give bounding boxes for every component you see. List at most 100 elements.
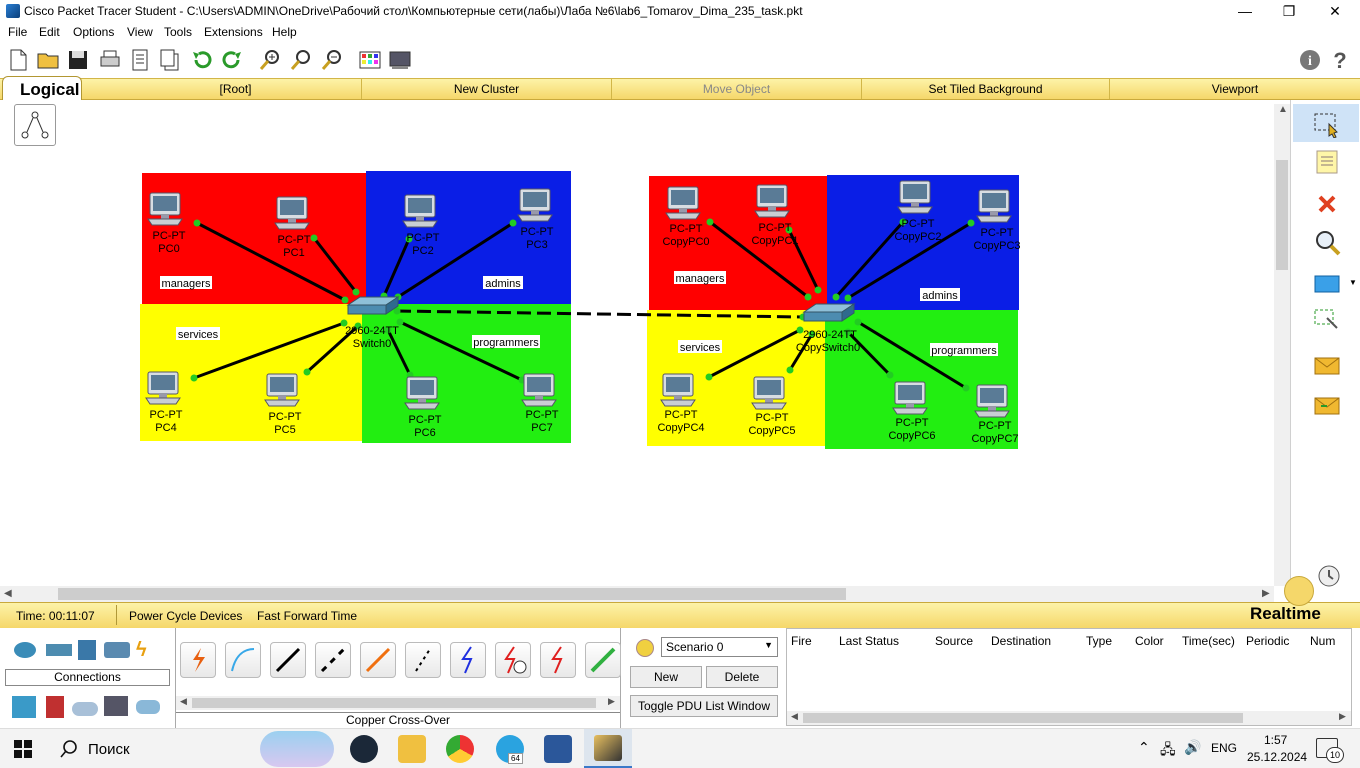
octal-cable-icon[interactable] — [585, 642, 621, 678]
menu-options[interactable]: Options — [73, 25, 115, 39]
realtime-tab[interactable]: Realtime — [1250, 604, 1321, 623]
inspect-icon[interactable] — [1313, 228, 1341, 256]
column-header[interactable]: Destination — [991, 634, 1052, 648]
scroll-right-icon[interactable]: ▶ — [608, 696, 615, 706]
chevron-up-icon[interactable]: ⌃ — [1138, 739, 1150, 755]
pc-copypc5[interactable]: PC-PT CopyPC5 — [748, 376, 796, 437]
fiber-icon[interactable] — [360, 642, 396, 678]
phone-cable-icon[interactable] — [405, 642, 441, 678]
scroll-thumb[interactable] — [1276, 160, 1288, 270]
minimize-button[interactable]: — — [1238, 3, 1252, 19]
zoom-out-icon[interactable] — [320, 48, 344, 72]
draw-rectangle-icon[interactable] — [1313, 270, 1341, 298]
select-icon[interactable] — [1313, 110, 1341, 139]
scroll-left-icon[interactable]: ◀ — [791, 711, 798, 721]
copper-straight-through-icon[interactable] — [270, 642, 306, 678]
scroll-left-icon[interactable]: ◀ — [180, 696, 187, 706]
connections-icon[interactable]: ϟ — [136, 639, 147, 661]
custom-device-icon[interactable] — [388, 48, 412, 72]
chrome-icon[interactable] — [446, 735, 474, 763]
simulation-mode-icon[interactable] — [1315, 562, 1343, 590]
cable-scrollbar[interactable]: ◀ ▶ — [176, 696, 620, 710]
zoom-in-icon[interactable] — [258, 48, 282, 72]
column-header[interactable]: Fire — [791, 634, 812, 648]
clock-date[interactable]: 25.12.2024 — [1247, 750, 1308, 764]
pc-pc2[interactable]: PC-PT PC2 — [402, 194, 440, 257]
realtime-clock-icon[interactable] — [1284, 576, 1314, 606]
steam-icon[interactable] — [350, 735, 378, 763]
network-icon[interactable]: 🖧 — [1160, 741, 1176, 757]
file-explorer-icon[interactable] — [398, 735, 426, 763]
new-scenario-button[interactable]: New — [630, 666, 702, 688]
pc-copypc4[interactable]: PC-PT CopyPC4 — [657, 373, 705, 434]
menu-edit[interactable]: Edit — [39, 25, 60, 39]
pc-pc4[interactable]: PC-PT PC4 — [145, 371, 183, 434]
scroll-up-icon[interactable]: ▲ — [1278, 104, 1288, 115]
serial-dce-icon[interactable] — [495, 642, 531, 678]
pc-pc1[interactable]: PC-PT PC1 — [274, 196, 311, 259]
print-icon[interactable] — [98, 48, 122, 72]
logical-navigation-icon[interactable] — [14, 104, 56, 146]
new-cluster-button[interactable]: New Cluster — [362, 79, 612, 99]
taskbar-search-box[interactable]: Поиск — [48, 729, 338, 768]
help-icon[interactable]: ? — [1328, 48, 1352, 73]
automatic-connection-icon[interactable] — [180, 642, 216, 678]
resize-shape-icon[interactable] — [1313, 306, 1341, 334]
word-icon[interactable] — [544, 735, 572, 763]
vertical-scrollbar[interactable] — [1274, 104, 1290, 586]
wan-emulation-icon[interactable] — [72, 702, 98, 716]
scroll-thumb[interactable] — [58, 588, 846, 600]
chevron-down-icon[interactable]: ▼ — [1349, 278, 1357, 287]
menu-help[interactable]: Help — [272, 25, 297, 39]
info-icon[interactable]: i — [1298, 48, 1322, 72]
column-header[interactable]: Last Status — [839, 634, 900, 648]
move-object-button[interactable]: Move Object — [612, 79, 862, 99]
pdu-scrollbar[interactable]: ◀ ▶ — [787, 711, 1351, 725]
pc-pc0[interactable]: PC-PT PC0 — [147, 192, 186, 255]
horizontal-scrollbar[interactable] — [0, 586, 1274, 602]
delete-icon[interactable] — [1313, 190, 1341, 218]
power-cycle-button[interactable]: Power Cycle Devices — [129, 609, 243, 623]
coaxial-icon[interactable] — [450, 642, 486, 678]
routers-icon[interactable] — [14, 642, 36, 658]
menu-extensions[interactable]: Extensions — [204, 25, 263, 39]
end-devices-icon[interactable] — [12, 696, 36, 718]
wireless-devices-icon[interactable] — [104, 642, 130, 658]
maximize-button[interactable]: ❐ — [1282, 3, 1296, 19]
new-file-icon[interactable] — [6, 48, 30, 72]
pc-pc3[interactable]: PC-PT PC3 — [517, 188, 554, 251]
copper-cross-over-icon[interactable] — [315, 642, 351, 678]
scroll-left-icon[interactable]: ◀ — [4, 588, 12, 599]
packet-tracer-task-active[interactable] — [584, 729, 632, 768]
pc-copypc3[interactable]: PC-PT CopyPC3 — [973, 189, 1021, 252]
close-button[interactable]: ✕ — [1329, 3, 1341, 19]
pc-pc5[interactable]: PC-PT PC5 — [264, 373, 302, 436]
multiuser-icon[interactable] — [136, 700, 160, 714]
pc-copypc1[interactable]: PC-PT CopyPC1 — [751, 184, 799, 247]
console-cable-icon[interactable] — [225, 642, 261, 678]
scroll-right-icon[interactable]: ▶ — [1339, 711, 1346, 721]
fast-forward-button[interactable]: Fast Forward Time — [257, 609, 358, 623]
custom-devices-icon[interactable] — [104, 696, 128, 716]
serial-dte-icon[interactable] — [540, 642, 576, 678]
menu-view[interactable]: View — [127, 25, 153, 39]
menu-file[interactable]: File — [8, 25, 28, 39]
delete-scenario-button[interactable]: Delete — [706, 666, 778, 688]
column-header[interactable]: Num — [1310, 634, 1336, 648]
copy-icon[interactable] — [158, 48, 182, 72]
menu-tools[interactable]: Tools — [164, 25, 193, 39]
scroll-thumb[interactable] — [192, 698, 596, 708]
viewport-button[interactable]: Viewport — [1211, 82, 1259, 96]
switch-switch0[interactable]: 2960-24TT Switch0 — [345, 296, 400, 350]
volume-icon[interactable]: 🔊 — [1184, 739, 1202, 755]
column-header[interactable]: Type — [1086, 634, 1113, 648]
open-folder-icon[interactable] — [36, 48, 60, 72]
pc-copypc2[interactable]: PC-PT CopyPC2 — [894, 180, 942, 243]
windows-start-icon[interactable] — [14, 740, 32, 758]
pc-copypc6[interactable]: PC-PT CopyPC6 — [888, 381, 936, 442]
palette-icon[interactable] — [358, 48, 382, 72]
hubs-icon[interactable] — [78, 640, 96, 660]
security-icon[interactable] — [46, 696, 64, 718]
switch-copyswitch0[interactable]: 2960-24TT CopySwitch0 — [796, 303, 860, 354]
note-icon[interactable] — [1313, 148, 1341, 176]
